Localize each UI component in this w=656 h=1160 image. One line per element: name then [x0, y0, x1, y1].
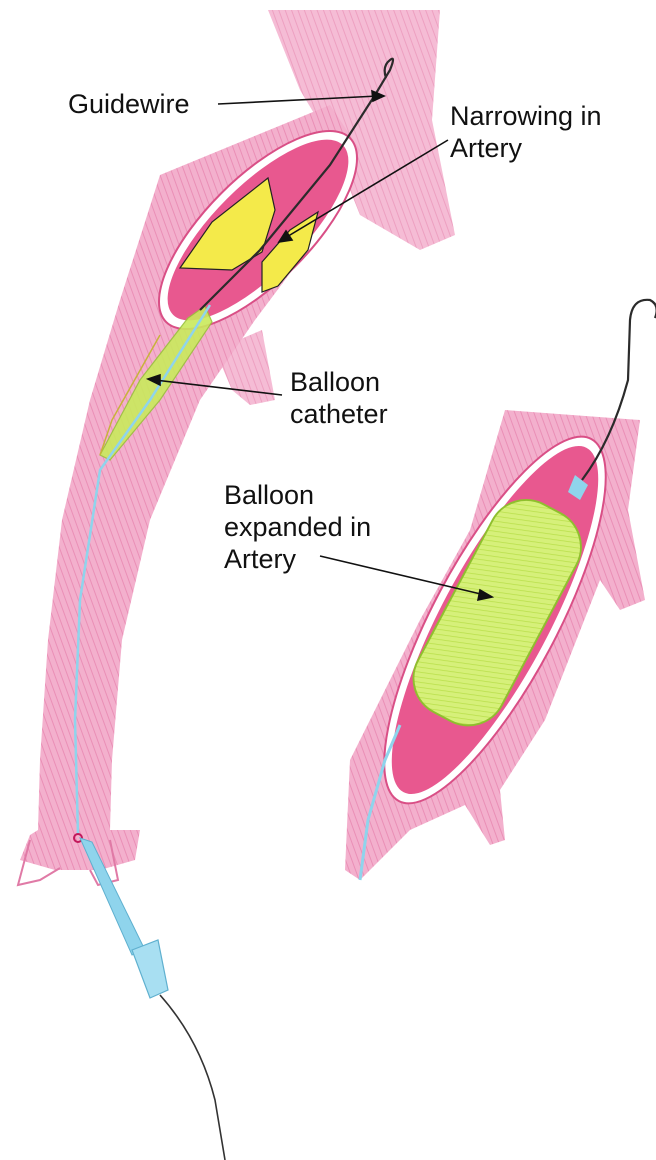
catheter-hub	[132, 940, 168, 998]
label-guidewire: Guidewire	[68, 88, 190, 120]
external-wire	[160, 995, 225, 1160]
left-artery	[18, 10, 455, 1160]
label-narrowing-in-artery: Narrowing in Artery	[450, 100, 602, 164]
label-balloon-catheter: Balloon catheter	[290, 366, 388, 430]
right-artery	[344, 300, 656, 880]
label-balloon-expanded: Balloon expanded in Artery	[224, 479, 371, 575]
